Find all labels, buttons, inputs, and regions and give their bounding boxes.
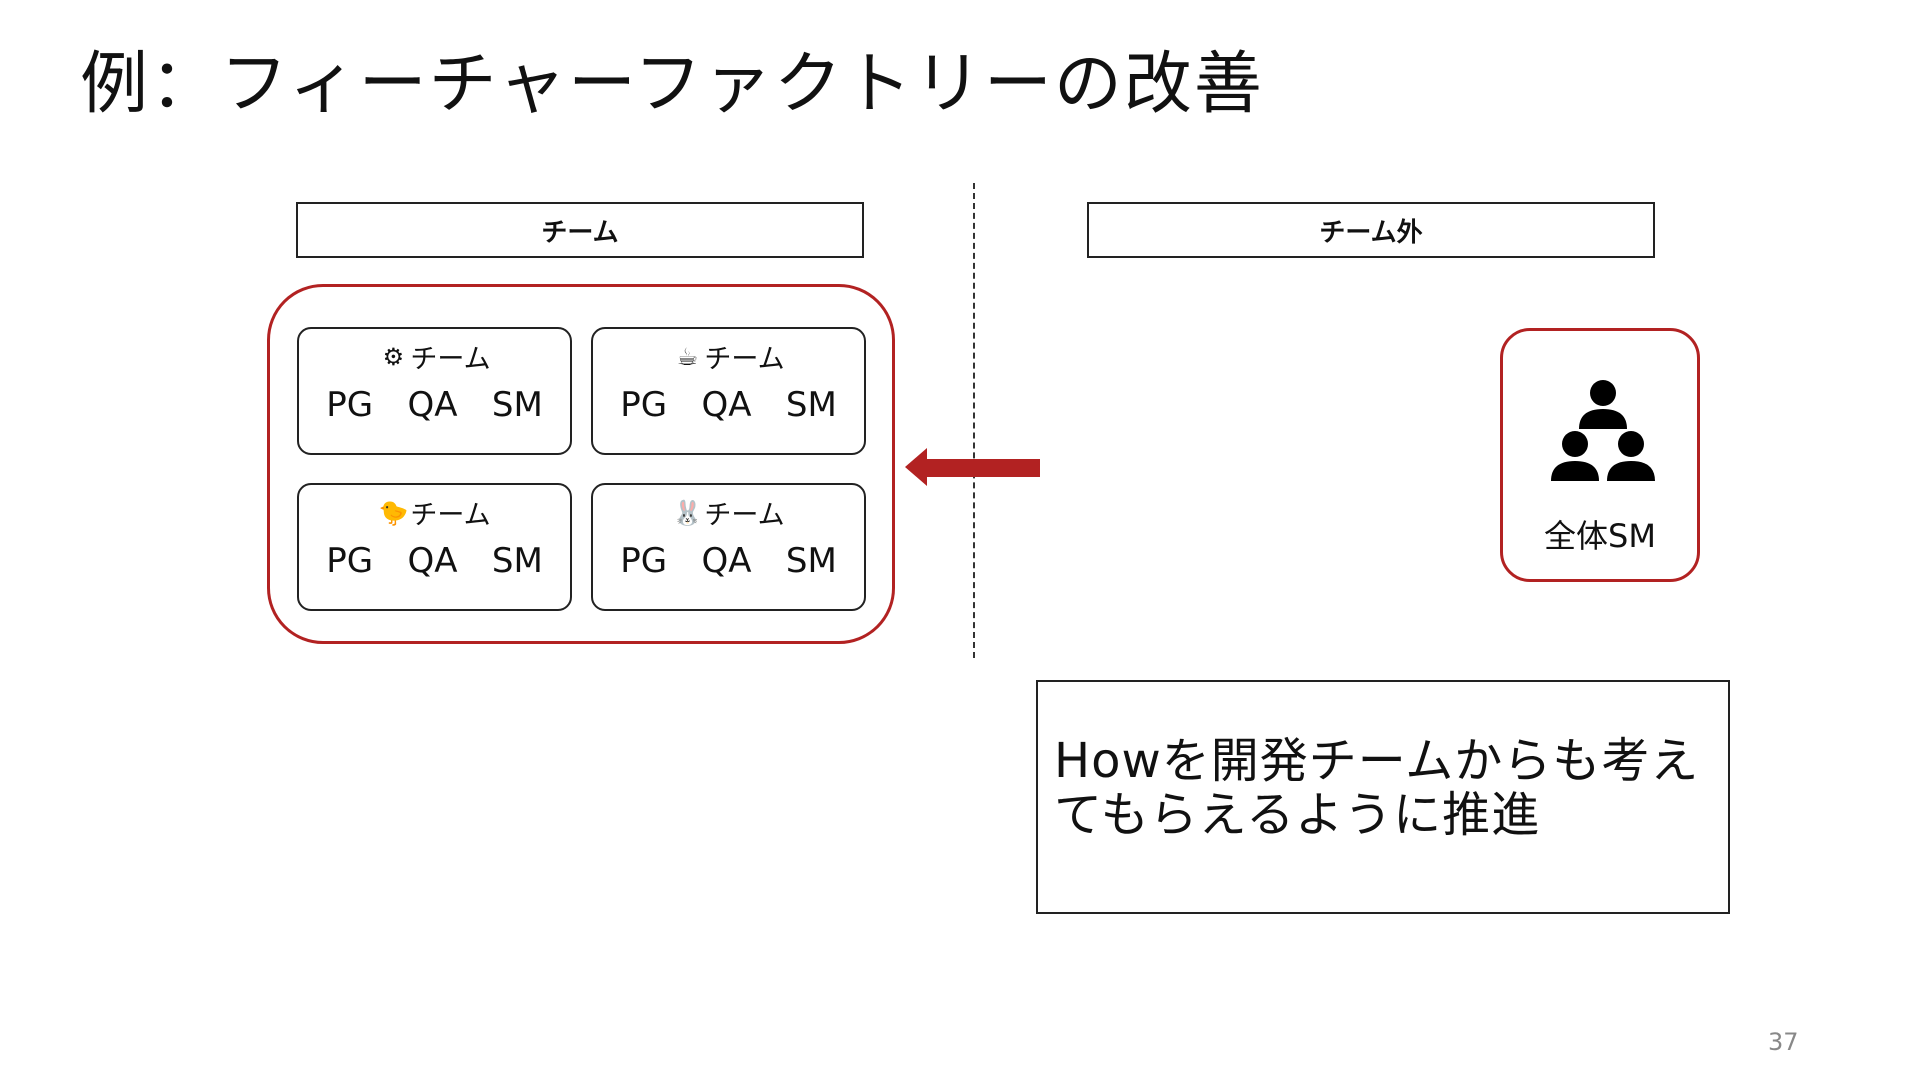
chick-icon: 🐤 xyxy=(378,498,409,527)
team-name: チーム xyxy=(410,344,491,375)
team-card-gear: ⚙ チーム PG QA SM xyxy=(297,327,572,455)
overall-sm-label: 全体SM xyxy=(1544,517,1656,555)
team-card-rabbit: 🐰 チーム PG QA SM xyxy=(591,483,866,611)
note-text: Howを開発チームからも考えてもらえるように推進 xyxy=(1054,733,1700,843)
team-header: チーム xyxy=(296,202,864,258)
role-pg: PG xyxy=(620,385,668,425)
rabbit-icon: 🐰 xyxy=(672,498,703,527)
page-number: 37 xyxy=(1768,1028,1799,1056)
team-card-coffee: ☕ チーム PG QA SM xyxy=(591,327,866,455)
role-sm: SM xyxy=(491,385,543,425)
role-qa: QA xyxy=(701,385,752,425)
outside-team-header: チーム外 xyxy=(1087,202,1655,258)
role-sm: SM xyxy=(785,541,837,581)
team-card-chick: 🐤 チーム PG QA SM xyxy=(297,483,572,611)
team-roles: PG QA SM xyxy=(593,541,864,581)
overall-sm-box: 全体SM xyxy=(1500,328,1700,582)
people-hierarchy-icon xyxy=(1551,380,1655,481)
team-name: チーム xyxy=(704,344,785,375)
dashed-divider xyxy=(973,183,975,658)
role-qa: QA xyxy=(701,541,752,581)
slide-title: 例：フィーチャーファクトリーの改善 xyxy=(80,45,1264,124)
team-name: チーム xyxy=(410,500,491,531)
coffee-cup-icon: ☕ xyxy=(676,342,699,371)
team-roles: PG QA SM xyxy=(299,385,570,425)
role-sm: SM xyxy=(491,541,543,581)
role-pg: PG xyxy=(326,541,374,581)
role-pg: PG xyxy=(620,541,668,581)
team-group: ⚙ チーム PG QA SM ☕ チーム PG QA SM 🐤 チ xyxy=(267,284,895,644)
gear-icon: ⚙ xyxy=(382,342,405,371)
team-name: チーム xyxy=(704,500,785,531)
left-arrow-icon xyxy=(905,448,1040,486)
role-qa: QA xyxy=(407,541,458,581)
team-roles: PG QA SM xyxy=(593,385,864,425)
team-roles: PG QA SM xyxy=(299,541,570,581)
role-qa: QA xyxy=(407,385,458,425)
role-sm: SM xyxy=(785,385,837,425)
note-box: Howを開発チームからも考えてもらえるように推進 xyxy=(1036,680,1730,914)
role-pg: PG xyxy=(326,385,374,425)
